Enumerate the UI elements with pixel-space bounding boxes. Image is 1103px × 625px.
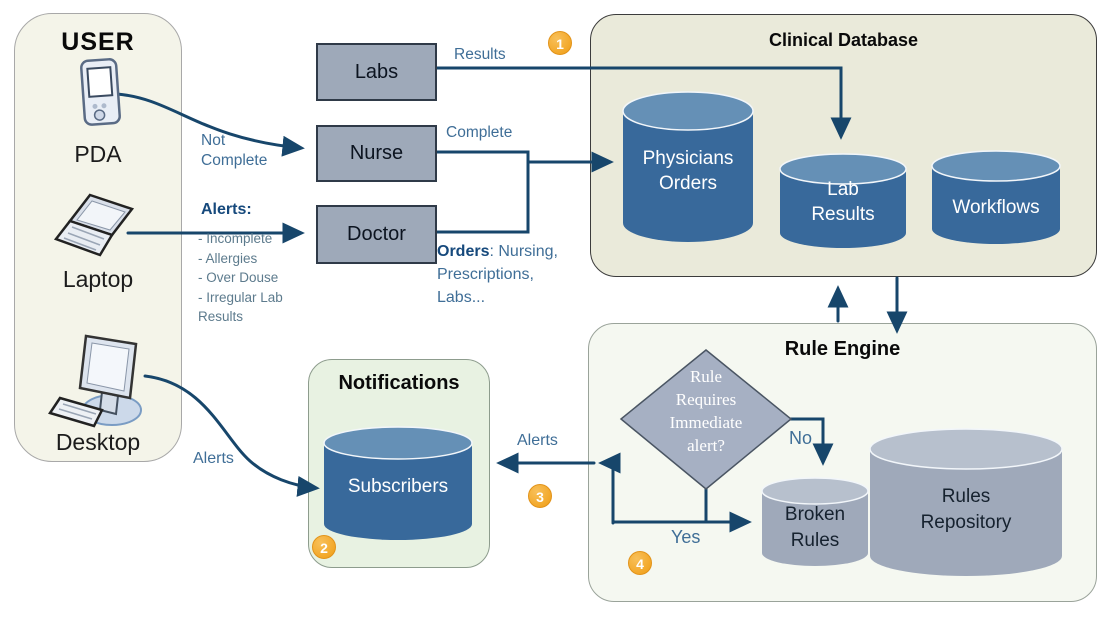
rule-engine-title: Rule Engine	[784, 338, 901, 360]
lab-results-cylinder	[779, 153, 907, 248]
labs-box: Labs	[316, 43, 437, 101]
nurse-box: Nurse	[316, 125, 437, 182]
laptop-label: Laptop	[62, 266, 134, 292]
complete-label: Complete	[446, 124, 513, 141]
laptop-icon	[53, 193, 135, 257]
arrows	[115, 66, 908, 533]
step-badge-3: 3	[528, 484, 552, 508]
user-panel-title: USER	[61, 28, 135, 56]
desktop-icon	[48, 334, 142, 428]
subscribers-cylinder	[323, 426, 473, 540]
yes-label: Yes	[671, 527, 701, 547]
decision-diamond	[619, 349, 793, 490]
arrow-desktop-to-subscribers	[143, 374, 320, 497]
doctor-box: Doctor	[316, 205, 437, 264]
pda-icon	[80, 58, 121, 126]
alert-types-list: - Incomplete - Allergies - Over Douse - …	[198, 231, 283, 324]
alerts-to-subscribers-label: Alerts	[517, 432, 558, 449]
workflows-label: Workflows	[952, 197, 1040, 218]
orders-detail: : Nursing, Prescriptions, Labs...	[437, 243, 558, 306]
notifications-title: Notifications	[338, 372, 460, 394]
alerts-heading-label: Alerts:	[201, 201, 252, 218]
no-label: No	[789, 428, 813, 448]
rules-repository-label: Rules Repository	[920, 486, 1012, 533]
arrow-no-to-broken-rules	[788, 417, 834, 466]
orders-heading: Orders	[437, 243, 490, 260]
step-badge-1: 1	[548, 31, 572, 55]
broken-rules-cylinder	[761, 477, 869, 566]
decision-diamond-label: Rule Requires Immediate alert?	[669, 367, 743, 455]
physicians-orders-label: Physicians Orders	[642, 148, 734, 194]
rules-repository-cylinder	[869, 428, 1063, 576]
alerts-from-desktop-label: Alerts	[193, 450, 234, 467]
workflows-cylinder	[931, 150, 1061, 244]
results-label: Results	[454, 46, 506, 63]
physicians-orders-cylinder	[622, 91, 754, 242]
bracket-nurse-doctor	[431, 150, 530, 234]
orders-label: Orders: Nursing, Prescriptions, Labs...	[437, 240, 592, 309]
clinical-database-title: Clinical Database	[768, 30, 919, 50]
lab-results-label: Lab Results	[811, 179, 875, 225]
subscribers-label: Subscribers	[347, 476, 449, 497]
pda-label: PDA	[74, 141, 122, 167]
step-badge-2: 2	[312, 535, 336, 559]
desktop-label: Desktop	[55, 429, 141, 455]
arrow-pda-to-nurse	[115, 92, 305, 157]
arrow-labs-to-lab-results	[431, 66, 852, 140]
step-badge-4: 4	[628, 551, 652, 575]
not-complete-label: Not Complete	[201, 132, 268, 169]
broken-rules-label: Broken Rules	[784, 504, 846, 551]
